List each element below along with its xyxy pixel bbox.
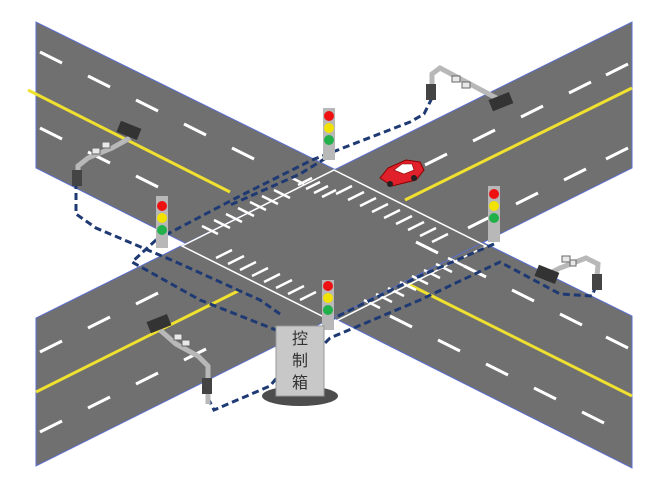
control-box-icon [275, 325, 325, 397]
flash-lamp-icon [173, 333, 183, 341]
lane-markings [39, 50, 629, 434]
control-box-label-2: 制 [292, 351, 308, 370]
car-icon [379, 159, 425, 187]
flash-lamp-icon [451, 75, 461, 83]
crosswalk-sw [215, 248, 317, 302]
traffic-light-north [323, 108, 335, 160]
camera-icon [146, 313, 172, 334]
traffic-light-icon [324, 111, 334, 121]
flash-lamp-icon [561, 255, 571, 263]
road-sw-ne [35, 21, 633, 467]
traffic-light-icon [157, 201, 167, 211]
camera-pole-sw [146, 313, 212, 404]
control-box-label-3: 箱 [292, 373, 308, 392]
crosswalk-north [291, 176, 337, 199]
traffic-light-icon [323, 281, 333, 291]
camera-icon [116, 120, 142, 141]
flash-lamp-icon [91, 147, 101, 155]
flash-lamp-icon [181, 339, 191, 347]
signal-cables [74, 97, 598, 412]
flash-lamp-icon [461, 81, 471, 89]
center-line-sw-ne [35, 86, 633, 394]
camera-icon [534, 264, 560, 285]
camera-icon [488, 91, 514, 112]
traffic-light-east [488, 186, 500, 242]
traffic-light-west [156, 196, 168, 248]
traffic-light-south [322, 280, 334, 330]
camera-pole-nw [72, 120, 142, 186]
camera-pole-ne [426, 65, 514, 112]
camera-pole-se [534, 255, 602, 291]
crosswalk-ne [335, 184, 449, 244]
control-box-label-1: 控 [292, 329, 308, 348]
control-box: 控 制 箱 [262, 325, 338, 406]
flash-lamp-icon [569, 259, 577, 267]
crosswalk-nw [201, 188, 291, 236]
traffic-light-icon [489, 189, 499, 199]
flash-lamp-icon [101, 141, 111, 149]
